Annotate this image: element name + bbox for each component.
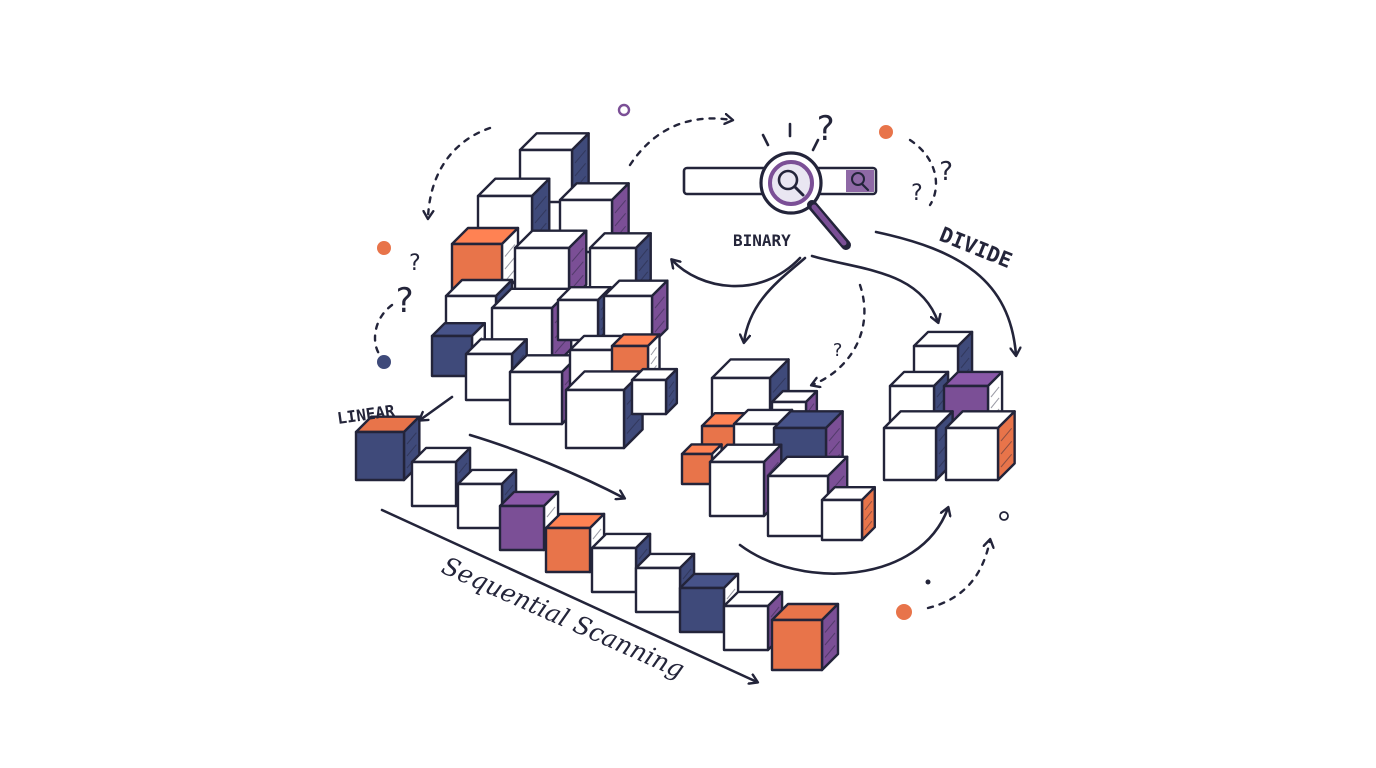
question-mark-icon: ? [408, 251, 421, 276]
cube [464, 338, 528, 402]
arrow-icon [738, 508, 948, 575]
linear-cube-row [354, 415, 840, 672]
cube [882, 410, 954, 482]
binary-cube-pile [680, 358, 876, 542]
dot-icon [925, 579, 931, 585]
binary-label: BINARY [733, 231, 791, 250]
dot-icon [896, 604, 912, 620]
arrow-icon [373, 303, 394, 357]
question-mark-icon: ? [938, 157, 954, 187]
dot-icon [879, 125, 893, 139]
cube [602, 279, 669, 346]
cube [354, 415, 421, 482]
large-cube-pyramid [430, 132, 679, 450]
cube [944, 410, 1016, 482]
question-marks: ? ? ? ? ? ? [394, 109, 954, 361]
arrow-icon [812, 283, 866, 385]
arrow-icon [628, 118, 732, 167]
question-mark-icon: ? [394, 281, 414, 321]
arrow-icon [744, 256, 807, 342]
arrow-icon [810, 254, 938, 322]
divide-label: DIVIDE [936, 222, 1015, 273]
arrow-icon [926, 540, 990, 610]
magnifier-icon [759, 122, 851, 250]
dot-icon [377, 241, 391, 255]
question-mark-icon: ? [815, 109, 835, 149]
arrows [373, 118, 1016, 682]
dot-icon [999, 511, 1009, 521]
question-mark-icon: ? [832, 340, 843, 361]
dots [377, 103, 1009, 620]
divide-cube-pile [882, 330, 1016, 482]
arrow-icon [468, 433, 624, 498]
question-mark-icon: ? [910, 181, 923, 206]
cube [820, 486, 876, 542]
arrow-icon [428, 126, 492, 218]
arrow-icon [380, 508, 757, 682]
arrow-icon [874, 230, 1016, 355]
arrow-icon [420, 395, 454, 420]
arrow-icon [672, 256, 802, 288]
dot-icon [377, 355, 391, 369]
dot-icon [617, 103, 631, 117]
cube [770, 602, 840, 672]
cube [630, 367, 679, 416]
